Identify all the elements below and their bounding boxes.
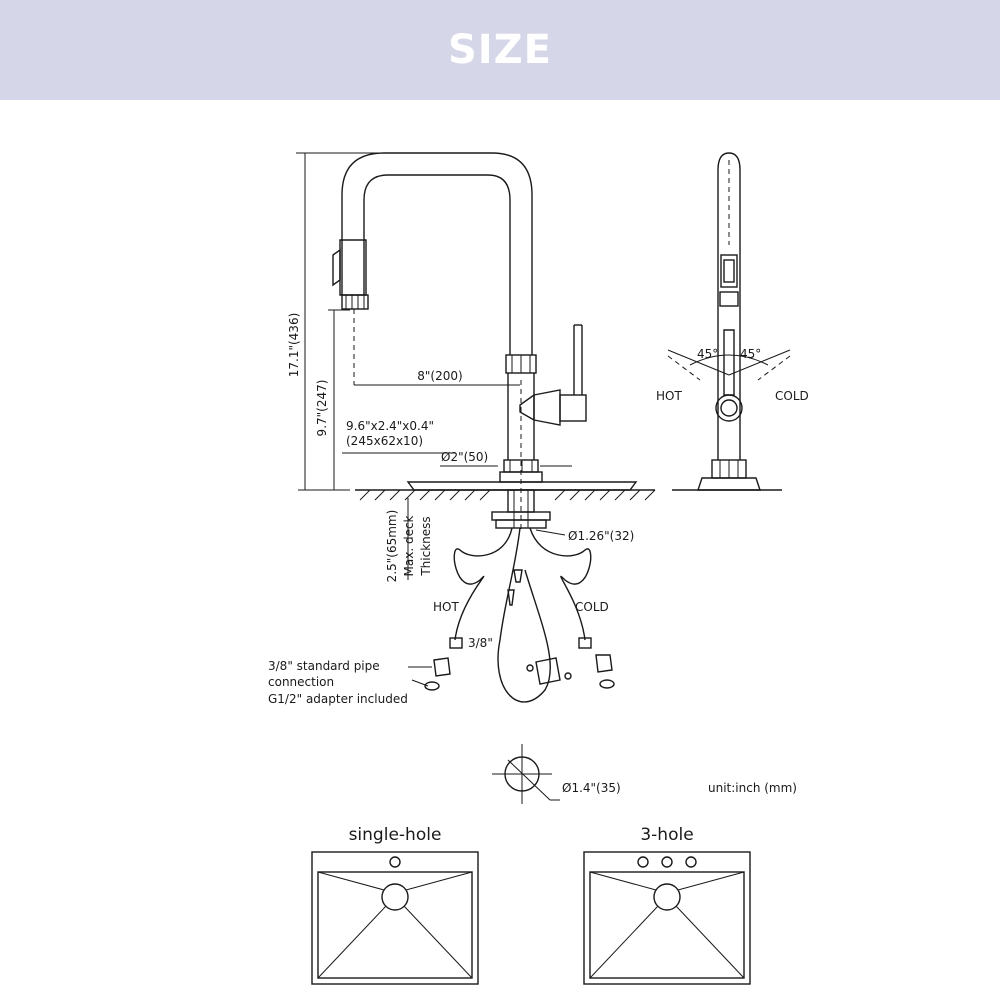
mounting-hole-detail: Ø1.4"(35) unit:inch (mm) <box>492 744 797 804</box>
spout-height-label: 9.7"(247) <box>315 380 329 437</box>
sink-three-label: 3-hole <box>640 825 693 845</box>
unit-note-label: unit:inch (mm) <box>708 781 797 795</box>
total-height-label: 17.1"(436) <box>287 313 301 378</box>
page-title: SIZE <box>447 27 553 73</box>
header-banner: SIZE <box>0 0 1000 100</box>
sink-three-hole: 3-hole <box>583 825 751 985</box>
pipe-note-line2: connection <box>268 675 334 689</box>
hole-diameter-label: Ø1.4"(35) <box>562 781 621 795</box>
faucet-front-view <box>332 152 656 703</box>
deck-line2-label: Max. deck <box>402 515 416 576</box>
pipe-note-line1: 3/8" standard pipe <box>268 659 380 673</box>
plate-size-mm-label: (245x62x10) <box>346 434 423 448</box>
sink-single-label: single-hole <box>349 825 442 845</box>
fitting-size-label: 3/8" <box>468 636 493 650</box>
deck-max-label: 2.5"(65mm) <box>385 510 399 583</box>
reach-label: 8"(200) <box>417 369 462 383</box>
pipe-note-line3: G1/2" adapter included <box>268 692 408 706</box>
faucet-side-view <box>667 152 791 491</box>
side-cold-label: COLD <box>775 389 809 403</box>
sink-single-hole: single-hole <box>311 825 479 985</box>
plate-size-label: 9.6"x2.4"x0.4" <box>346 419 434 433</box>
cold-hose-label: COLD <box>575 600 609 614</box>
side-view-labels: 45° 45° HOT COLD <box>656 347 809 403</box>
front-dimension-labels: 17.1"(436) 9.7"(247) 8"(200) 9.6"x2.4"x0… <box>268 313 634 706</box>
shank-diameter-label: Ø1.26"(32) <box>568 529 634 543</box>
side-hot-label: HOT <box>656 389 682 403</box>
deck-line3-label: Thickness <box>419 516 433 576</box>
angle-right-label: 45° <box>740 347 761 361</box>
base-diameter-label: Ø2"(50) <box>441 450 488 464</box>
hot-hose-label: HOT <box>433 600 459 614</box>
angle-left-label: 45° <box>697 347 718 361</box>
front-dimension-lines <box>296 152 572 580</box>
